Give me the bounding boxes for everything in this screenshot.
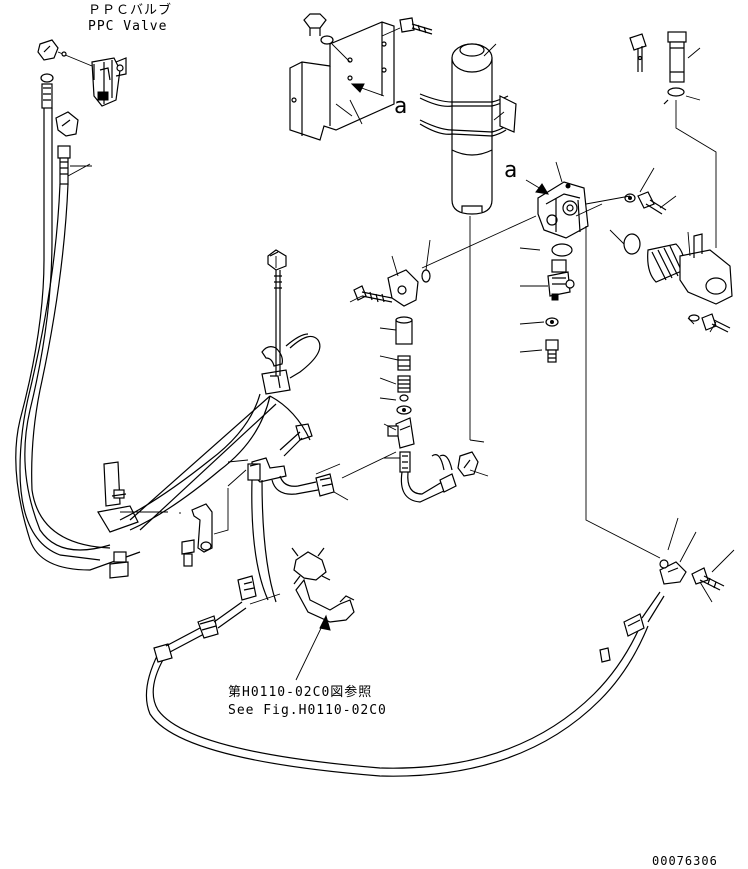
left-clamp-bolt [109,551,129,579]
bracket-nut [303,13,351,63]
valve-oring [551,243,573,257]
ppc-elbow-fitting-upper [37,39,93,67]
elbow-fitting-right [457,451,479,477]
accumulator [451,43,493,215]
adapter-nipple [397,375,411,393]
leader-lines [67,43,735,605]
center-washer [396,405,412,415]
strainer-element [647,243,685,283]
clamp-bolt-lower [279,423,313,457]
ppc-hose-left [15,73,141,571]
top-right-bolt [629,33,647,72]
main-hose-loop [119,333,321,603]
bolt-mid [545,339,559,363]
valve-oring-right [623,233,641,255]
hose-to-tee [271,473,335,497]
accumulator-clamp-band [419,93,517,137]
right-bolt [637,191,667,215]
centerlines [227,100,717,559]
reference-mark-a-upper: a [394,94,409,119]
washer-mid [545,317,559,327]
right-washer [624,193,636,203]
see-figure-label-en: See Fig.H0110-02C0 [228,703,387,718]
elbow-bolt [353,285,393,303]
hose-clamp-upper [261,346,291,395]
cover-bolt [701,313,731,333]
referenced-component [291,547,355,623]
union-nipple [397,355,411,371]
tee-fitting [387,417,415,449]
left-clamp-bracket [97,461,139,533]
valve-block [537,181,589,239]
cover-washer [688,314,700,322]
small-bracket [191,503,213,553]
bracket-bolt [381,17,433,37]
right-hose-clamp [659,559,687,585]
bolt-lower-left [269,251,279,257]
strainer-cover [679,233,733,305]
lower-long-hose [145,575,665,777]
ppc-valve-label-jp: ＰＰＣバルブ [88,3,173,18]
right-clamp-bolt [691,567,725,591]
top-right-plug [663,31,687,105]
mounting-bracket [289,21,395,141]
ref-arrow-upper [350,83,385,97]
valve-adapter [547,259,575,301]
elbow-fitting-center [387,269,431,307]
hose-clamp-lower [247,457,287,483]
ppc-elbow-fitting-lower [19,111,111,561]
ref-arrow-lower [525,179,549,195]
ppc-valve-label-en: PPC Valve [88,19,168,34]
drawing-number: 00076306 [652,854,718,868]
spacer-sleeve [395,316,413,345]
see-fig-arrow [295,614,331,681]
ppc-valve-assembly [91,57,127,107]
see-figure-label-jp: 第H0110-02C0図参照 [228,685,373,700]
center-oring [399,394,409,402]
small-bracket-bolt [181,539,195,567]
hose-center-bottom [399,451,457,503]
reference-mark-a-lower: a [504,158,519,183]
